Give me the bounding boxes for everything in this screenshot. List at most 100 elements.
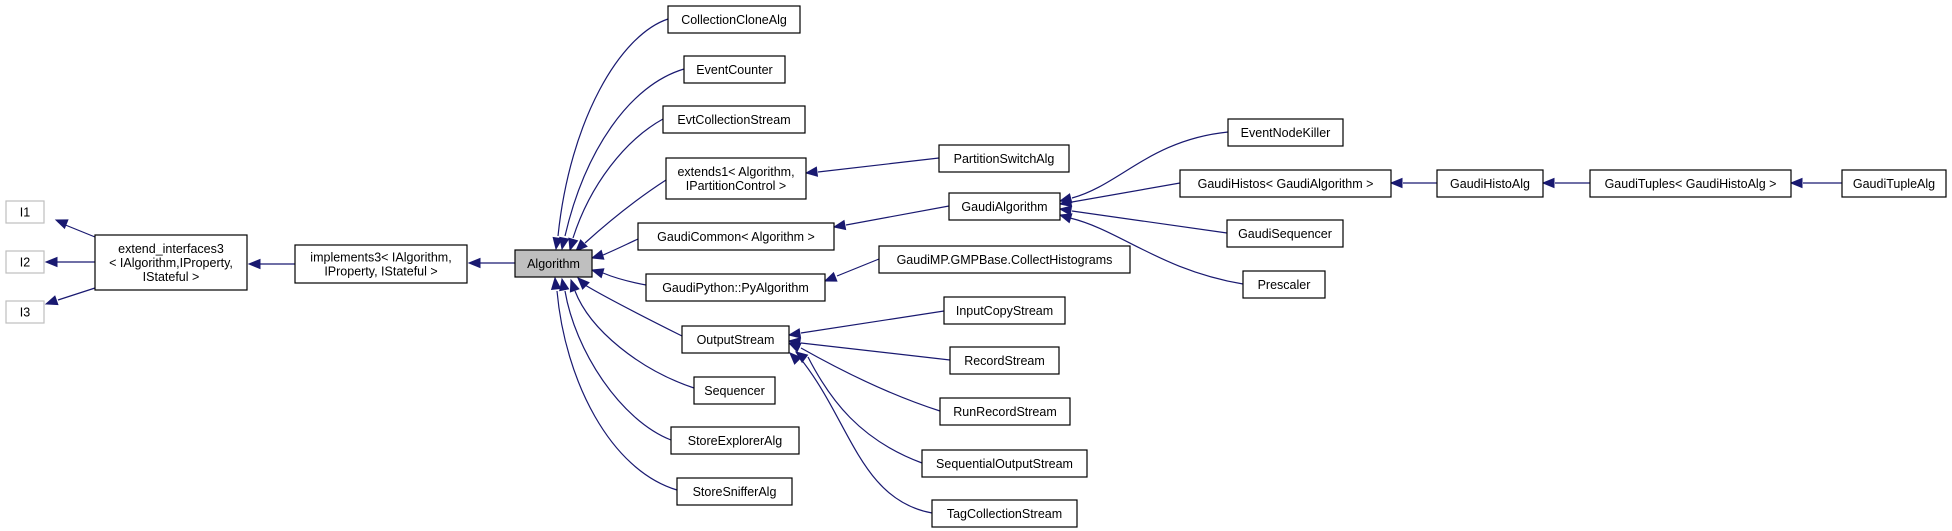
class-box [681,325,790,354]
edge-sequential-output-stream-to-output-stream [794,351,923,464]
class-node-record-stream[interactable]: RecordStream [949,346,1060,375]
arrowhead-icon [577,277,590,290]
arrowhead-icon [804,166,819,177]
class-label: EventCounter [696,63,772,77]
edge-extends1-to-algorithm [575,179,667,252]
class-label: GaudiTupleAlg [1853,177,1935,191]
class-node-gaudi-tuple-alg[interactable]: GaudiTupleAlg [1841,169,1947,198]
arrowhead-icon [1389,177,1403,189]
class-label: RunRecordStream [953,405,1057,419]
class-box [1226,219,1344,248]
class-node-gaudi-histo-alg[interactable]: GaudiHistoAlg [1436,169,1544,198]
edge-store-explorer-alg-to-algorithm [559,277,672,441]
class-label: I1 [20,206,30,220]
class-box [5,200,45,224]
arrowhead-icon [823,271,838,282]
class-node-i2[interactable]: I2 [5,250,45,274]
class-label: TagCollectionStream [947,507,1062,521]
class-label: GaudiCommon< Algorithm > [657,230,815,244]
class-node-implements3[interactable]: implements3< IAlgorithm,IProperty, IStat… [294,244,468,284]
class-node-extend-interfaces3[interactable]: extend_interfaces3< IAlgorithm,IProperty… [94,234,248,291]
edge-extend-interfaces3-to-i3 [44,287,96,306]
arrowhead-icon [1058,196,1073,208]
class-node-collection-clone-alg[interactable]: CollectionCloneAlg [667,5,801,34]
class-node-gaudi-python-pyalgorithm[interactable]: GaudiPython::PyAlgorithm [645,273,826,302]
class-node-sequential-output-stream[interactable]: SequentialOutputStream [921,449,1088,478]
edge-gaudi-tuples-to-gaudi-histo-alg [1541,177,1590,189]
class-node-extends1[interactable]: extends1< Algorithm,IPartitionControl > [665,157,807,200]
class-label: IPartitionControl > [686,179,786,193]
class-label: InputCopyStream [956,304,1053,318]
arrowhead-icon [54,219,69,230]
class-node-i1[interactable]: I1 [5,200,45,224]
class-label: implements3< IAlgorithm, [310,251,451,265]
class-node-gaudi-common[interactable]: GaudiCommon< Algorithm > [637,222,835,251]
class-node-event-node-killer[interactable]: EventNodeKiller [1227,118,1344,147]
class-node-algorithm[interactable]: Algorithm [514,249,593,278]
edge-input-copy-stream-to-output-stream [787,310,945,339]
class-node-gaudi-tuples[interactable]: GaudiTuples< GaudiHistoAlg > [1589,169,1792,198]
arrowhead-icon [44,295,59,306]
class-node-partition-switch-alg[interactable]: PartitionSwitchAlg [938,144,1070,173]
arrowhead-icon [550,276,562,290]
class-label: extends1< Algorithm, [677,165,794,179]
edge-prescaler-to-gaudi-algorithm [1058,213,1244,285]
class-label: RecordStream [964,354,1045,368]
edge-sequencer-to-algorithm [569,278,695,389]
class-node-run-record-stream[interactable]: RunRecordStream [939,397,1071,426]
edge-gaudi-histos-to-gaudi-algorithm [1058,182,1181,208]
class-node-i3[interactable]: I3 [5,300,45,324]
class-box [676,477,793,506]
arrowhead-icon [568,237,579,252]
class-label: I3 [20,306,30,320]
edge-output-stream-to-algorithm [577,277,683,337]
class-node-gaudi-algorithm[interactable]: GaudiAlgorithm [948,192,1061,221]
arrowhead-icon [787,328,802,339]
class-node-gaudi-histos[interactable]: GaudiHistos< GaudiAlgorithm > [1179,169,1392,198]
class-node-gaudimp-collect-histograms[interactable]: GaudiMP.GMPBase.CollectHistograms [878,245,1131,274]
class-node-sequencer[interactable]: Sequencer [693,376,776,405]
class-box [94,234,248,291]
class-node-output-stream[interactable]: OutputStream [681,325,790,354]
class-box [943,296,1066,325]
class-label: IProperty, IStateful > [324,265,437,279]
class-node-evt-collection-stream[interactable]: EvtCollectionStream [662,105,806,134]
class-box [693,376,776,405]
arrowhead-icon [44,256,58,268]
edge-event-counter-to-algorithm [559,68,685,251]
class-label: Sequencer [704,384,764,398]
class-node-store-explorer-alg[interactable]: StoreExplorerAlg [670,426,800,455]
arrowhead-icon [590,249,605,260]
class-box [683,55,786,84]
class-box [931,499,1078,528]
edge-gaudi-python-pyalgorithm-to-algorithm [590,268,647,286]
class-label: GaudiHistos< GaudiAlgorithm > [1198,177,1374,191]
class-box [294,244,468,284]
class-label: Algorithm [527,257,580,271]
class-node-prescaler[interactable]: Prescaler [1242,270,1326,299]
arrowhead-icon [569,278,580,293]
class-label: PartitionSwitchAlg [954,152,1055,166]
class-label: StoreExplorerAlg [688,434,783,448]
class-node-store-sniffer-alg[interactable]: StoreSnifferAlg [676,477,793,506]
edge-evt-collection-stream-to-algorithm [568,118,664,252]
edge-implements3-to-extend-interfaces3 [247,258,295,270]
edge-gaudi-common-to-algorithm [590,238,639,260]
class-box [665,157,807,200]
class-box [878,245,1131,274]
edge-extend-interfaces3-to-i1 [54,219,96,238]
class-label: I2 [20,256,30,270]
class-label: GaudiTuples< GaudiHistoAlg > [1605,177,1777,191]
arrowhead-icon [1058,213,1073,224]
class-node-gaudi-sequencer[interactable]: GaudiSequencer [1226,219,1344,248]
class-box [1589,169,1792,198]
class-node-event-counter[interactable]: EventCounter [683,55,786,84]
class-node-input-copy-stream[interactable]: InputCopyStream [943,296,1066,325]
class-node-tag-collection-stream[interactable]: TagCollectionStream [931,499,1078,528]
class-label: GaudiMP.GMPBase.CollectHistograms [897,253,1113,267]
class-box [938,144,1070,173]
edge-run-record-stream-to-output-stream [787,342,941,412]
class-label: IStateful > [143,270,200,284]
edge-store-sniffer-alg-to-algorithm [550,276,678,491]
